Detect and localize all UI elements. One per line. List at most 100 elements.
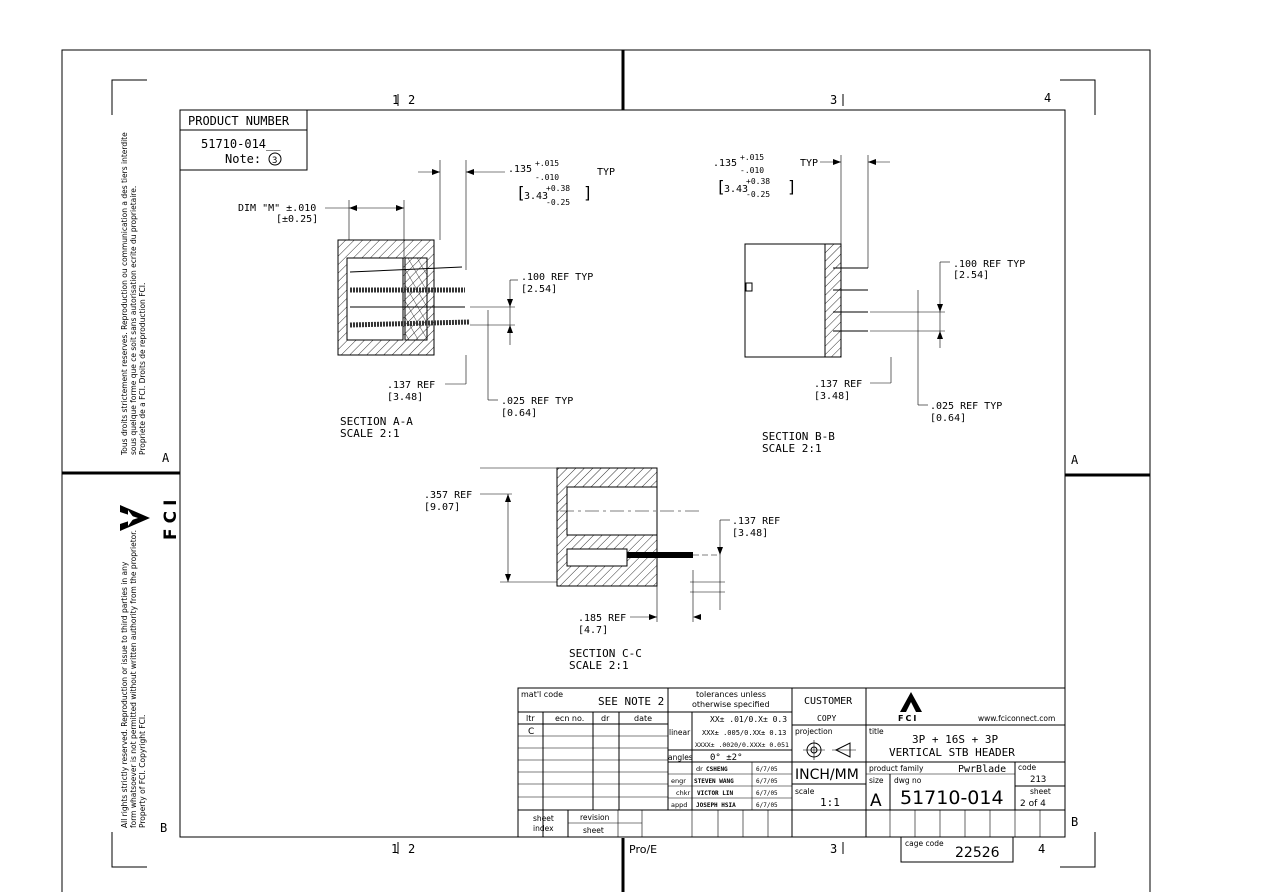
bb-typ: TYP	[800, 158, 818, 169]
aa-tol-minus: -.010	[535, 173, 559, 182]
role-engr: engr	[671, 777, 686, 785]
fci-side-logo: FCI	[120, 495, 181, 540]
zone-top-1: 1	[392, 93, 399, 107]
cc-ref-mm: [3.48]	[732, 528, 768, 539]
aa-pitch-mm: [2.54]	[521, 284, 557, 295]
bb-tol-plus: +.015	[740, 153, 764, 162]
code-value: 213	[1030, 775, 1046, 785]
name-chkr: VICTOR LIN	[697, 790, 734, 797]
svg-text:[: [	[516, 183, 526, 202]
svg-text:Tous droits strictement reserv: Tous droits strictement reserves. Reprod…	[120, 132, 129, 456]
zone-bottom-2: 2	[408, 842, 415, 856]
pro-e: Pro/E	[629, 843, 657, 856]
bb-tol-mm: 3.43	[724, 184, 748, 195]
aa-pin: .025 REF TYP	[501, 396, 573, 407]
section-bb-labels: .135 +.015 -.010 TYP [ 3.43 +0.38 -0.25 …	[713, 153, 1025, 455]
rev-head-ecn: ecn no.	[555, 714, 584, 723]
svg-text:]: ]	[787, 177, 797, 196]
aa-ref: .137 REF	[387, 380, 435, 391]
svg-text:Propriete de a FCI. Droits de: Propriete de a FCI. Droits de reproducti…	[138, 283, 147, 455]
aa-ref-mm: [3.48]	[387, 392, 423, 403]
linear-label: linear	[669, 728, 691, 737]
sheet-index-1: sheet	[533, 814, 554, 823]
zone-top-3: 3	[830, 93, 837, 107]
svg-text:sous quelque forme que ce soit: sous quelque forme que ce soit sans auto…	[129, 186, 138, 455]
date-appd: 6/7/05	[756, 802, 778, 809]
rev-head-ltr: ltr	[526, 714, 535, 723]
size-value: A	[870, 791, 882, 811]
aa-tol-mm: 3.43	[524, 191, 548, 202]
cage-value: 22526	[955, 845, 1000, 861]
svg-text:All rights strictly reserved.: All rights strictly reserved. Reproducti…	[120, 561, 129, 828]
rev-head-date: date	[634, 714, 652, 723]
aa-title: SECTION A-A	[340, 415, 413, 428]
fci-logo-icon	[900, 692, 922, 712]
corner-mark-tl	[111, 79, 147, 115]
tol-xxxx: XXXX± .0020/0.XXX± 0.051	[695, 741, 789, 749]
corner-mark-tr	[1060, 79, 1096, 115]
role-dr: dr	[696, 765, 703, 773]
aa-tol-plus: +.015	[535, 159, 559, 168]
revision-label: revision	[580, 813, 610, 822]
bb-tol-mm-plus: +0.38	[746, 177, 770, 186]
customer: CUSTOMER	[804, 696, 853, 707]
sheet-word: sheet	[583, 826, 604, 835]
cc-height-mm: [9.07]	[424, 502, 460, 513]
cc-ref: .137 REF	[732, 516, 780, 527]
tol-xxx: XXX± .005/0.XX± 0.13	[702, 729, 786, 737]
matl-value: SEE NOTE 2	[598, 695, 664, 708]
sheet-label: sheet	[1030, 787, 1051, 796]
svg-text:[: [	[716, 177, 726, 196]
svg-text:Property of FCI. Copyright FCI: Property of FCI. Copyright FCI.	[138, 715, 147, 828]
zone-right-b: B	[1071, 815, 1078, 829]
family-value: PwrBlade	[958, 764, 1006, 775]
tol-angle: 0° ±2°	[710, 753, 743, 763]
matl-label: mat'l code	[521, 690, 563, 699]
angles-label: angles	[668, 753, 693, 762]
units: INCH/MM	[795, 767, 859, 783]
bb-title: SECTION B-B	[762, 430, 835, 443]
corner-mark-bl	[111, 832, 147, 868]
legal-notice-english: All rights strictly reserved. Reproducti…	[120, 530, 147, 828]
svg-text:]: ]	[583, 183, 593, 202]
scale-value: 1:1	[820, 796, 840, 809]
cc-depth: .185 REF	[578, 613, 626, 624]
aa-tol-mm-plus: +0.38	[546, 184, 570, 193]
product-number-value: 51710-014__	[201, 137, 281, 151]
sheet-index-2: index	[533, 824, 554, 833]
zone-left-a: A	[162, 451, 170, 465]
tol-header-2: otherwise specified	[692, 700, 770, 709]
title-block-text: mat'l code SEE NOTE 2 ltr ecn no. dr dat…	[521, 690, 1055, 861]
aa-tol-mm-minus: -0.25	[546, 198, 570, 207]
aa-dim-m: DIM "M" ±.010	[238, 203, 316, 214]
dwg-label: dwg no	[894, 776, 922, 785]
bb-scale: SCALE 2:1	[762, 442, 822, 455]
copy: COPY	[817, 714, 836, 723]
date-dr: 6/7/05	[756, 766, 778, 773]
zone-bottom-3: 3	[830, 842, 837, 856]
product-number-header: PRODUCT NUMBER	[188, 114, 290, 128]
bb-pitch-mm: [2.54]	[953, 270, 989, 281]
legal-notice-french: Tous droits strictement reserves. Reprod…	[120, 132, 147, 456]
svg-text:form whatsoever is not permitt: form whatsoever is not permitted without…	[129, 530, 138, 828]
aa-pitch: .100 REF TYP	[521, 272, 593, 283]
zone-top-2: 2	[408, 93, 415, 107]
zone-bottom-1: 1	[391, 842, 398, 856]
code-label: code	[1018, 763, 1036, 772]
cc-depth-mm: [4.7]	[578, 625, 608, 636]
name-dr: CSHENG	[706, 766, 728, 773]
section-cc-view	[480, 467, 730, 622]
role-appd: appd	[671, 801, 687, 809]
cc-scale: SCALE 2:1	[569, 659, 629, 672]
section-cc-labels: .357 REF [9.07] .137 REF [3.48] .185 REF…	[424, 490, 780, 672]
title-label: title	[869, 727, 884, 736]
title-line2: VERTICAL STB HEADER	[889, 746, 1015, 759]
size-label: size	[869, 776, 884, 785]
bb-ref-mm: [3.48]	[814, 391, 850, 402]
tol-header-1: tolerances unless	[696, 690, 766, 699]
aa-pin-mm: [0.64]	[501, 408, 537, 419]
bb-tol-base: .135	[713, 158, 737, 169]
note-number: 3	[272, 156, 277, 166]
section-aa-view	[325, 160, 518, 401]
